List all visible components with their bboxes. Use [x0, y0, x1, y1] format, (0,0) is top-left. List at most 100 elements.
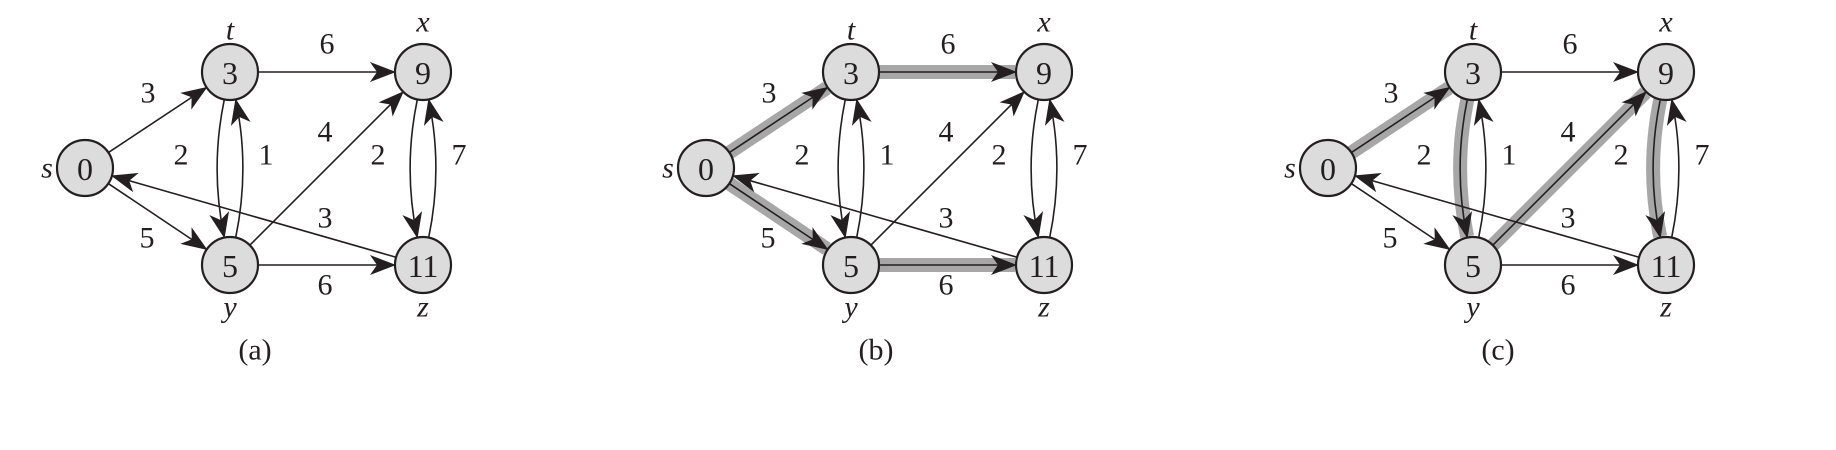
node-z-distance: 11	[408, 248, 439, 284]
edge-arrow-x-z	[1645, 99, 1666, 239]
edge-arrow-z-x	[1666, 98, 1687, 238]
node-y-circle	[1443, 235, 1503, 295]
edge-arrow-y-t	[851, 98, 872, 238]
edge-arrow-x-z	[1023, 99, 1044, 239]
edge-weight-t-x: 6	[320, 28, 335, 61]
panel-caption: (b)	[859, 334, 894, 367]
edge-arrow-t-y	[830, 99, 851, 239]
edge-arrow-x-z	[402, 99, 423, 239]
node-t-circle	[821, 42, 881, 102]
edge-weight-x-z: 2	[1614, 139, 1629, 172]
node-z-distance: 11	[1651, 248, 1682, 284]
node-y-distance: 5	[843, 248, 859, 284]
edge-weight-t-y: 2	[795, 139, 810, 172]
edge-weight-s-y: 5	[140, 222, 155, 255]
node-y-distance: 5	[222, 248, 238, 284]
panel-caption: (a)	[238, 334, 271, 367]
edge-arrow-z-s	[110, 173, 397, 259]
node-t-label: t	[847, 14, 856, 47]
node-x-distance: 9	[415, 55, 431, 91]
node-z-distance: 11	[1029, 248, 1060, 284]
node-z-label: z	[416, 291, 429, 324]
edge-arrow-t-y	[1452, 99, 1473, 239]
node-t-distance: 3	[222, 55, 238, 91]
edge-weight-y-z: 6	[1561, 269, 1576, 302]
edge-arrow-s-t	[1350, 86, 1451, 154]
node-t-distance: 3	[843, 55, 859, 91]
edge-arrow-z-s	[731, 173, 1018, 259]
node-t-label: t	[226, 14, 235, 47]
edge-weight-z-x: 7	[1073, 139, 1088, 172]
node-s-distance: 0	[77, 151, 93, 187]
edge-weight-s-y: 5	[1383, 222, 1398, 255]
node-y-label: y	[1463, 291, 1480, 324]
edge-weight-s-t: 3	[141, 77, 156, 110]
node-y-circle	[821, 235, 881, 295]
panel-caption: (c)	[1481, 334, 1514, 367]
edge-arrow-s-y	[728, 182, 829, 250]
edge-weight-y-x: 4	[318, 116, 333, 149]
node-t-distance: 3	[1465, 55, 1481, 91]
node-x-distance: 9	[1658, 55, 1674, 91]
edge-arrow-s-y	[1350, 182, 1451, 250]
edge-arrow-y-x	[249, 91, 404, 246]
node-s-circle	[676, 138, 736, 198]
edge-weight-x-z: 2	[992, 139, 1007, 172]
node-x-label: x	[1658, 6, 1673, 39]
edge-arrow-y-t	[1473, 98, 1494, 238]
edge-arrow-z-x	[423, 98, 444, 238]
edge-weight-t-x: 6	[941, 28, 956, 61]
node-s-label: s	[1284, 152, 1296, 185]
node-z-label: z	[1659, 291, 1672, 324]
edge-weight-t-y: 2	[174, 139, 189, 172]
node-y-label: y	[841, 291, 858, 324]
edge-arrow-s-t	[728, 86, 829, 154]
edge-weight-y-x: 4	[939, 116, 954, 149]
node-x-label: x	[1036, 6, 1051, 39]
node-y-distance: 5	[1465, 248, 1481, 284]
node-x-distance: 9	[1036, 55, 1052, 91]
node-z-circle	[1636, 235, 1696, 295]
edge-weight-x-z: 2	[371, 139, 386, 172]
node-z-circle	[393, 235, 453, 295]
edge-weight-y-t: 1	[880, 139, 895, 172]
edge-weight-s-t: 3	[762, 77, 777, 110]
node-y-label: y	[220, 291, 237, 324]
node-s-distance: 0	[698, 151, 714, 187]
node-t-circle	[1443, 42, 1503, 102]
edge-weight-y-z: 6	[939, 269, 954, 302]
node-x-label: x	[415, 6, 430, 39]
edge-weight-y-z: 6	[318, 269, 333, 302]
edge-arrow-s-t	[107, 86, 208, 154]
edge-arrow-y-t	[230, 98, 251, 238]
edge-weight-y-t: 1	[259, 139, 274, 172]
node-s-distance: 0	[1320, 151, 1336, 187]
node-s-label: s	[41, 152, 53, 185]
edge-weight-z-s: 3	[1561, 202, 1576, 235]
edge-weight-y-x: 4	[1561, 116, 1576, 149]
node-t-circle	[200, 42, 260, 102]
edge-weight-t-y: 2	[1417, 139, 1432, 172]
node-s-circle	[1298, 138, 1358, 198]
edge-weight-y-t: 1	[1502, 139, 1517, 172]
node-x-circle	[1014, 42, 1074, 102]
edge-arrow-y-x	[870, 91, 1025, 246]
edge-arrow-z-x	[1044, 98, 1065, 238]
edge-arrow-y-x	[1492, 91, 1647, 246]
node-z-circle	[1014, 235, 1074, 295]
node-y-circle	[200, 235, 260, 295]
edge-weight-z-s: 3	[939, 202, 954, 235]
edge-weight-s-y: 5	[761, 222, 776, 255]
edge-weight-z-x: 7	[452, 139, 467, 172]
node-x-circle	[393, 42, 453, 102]
edge-arrow-s-y	[107, 182, 208, 250]
edge-arrow-t-y	[209, 99, 230, 239]
edge-weight-t-x: 6	[1563, 28, 1578, 61]
node-s-label: s	[662, 152, 674, 185]
node-t-label: t	[1469, 14, 1478, 47]
edge-arrow-z-s	[1353, 173, 1640, 259]
node-x-circle	[1636, 42, 1696, 102]
